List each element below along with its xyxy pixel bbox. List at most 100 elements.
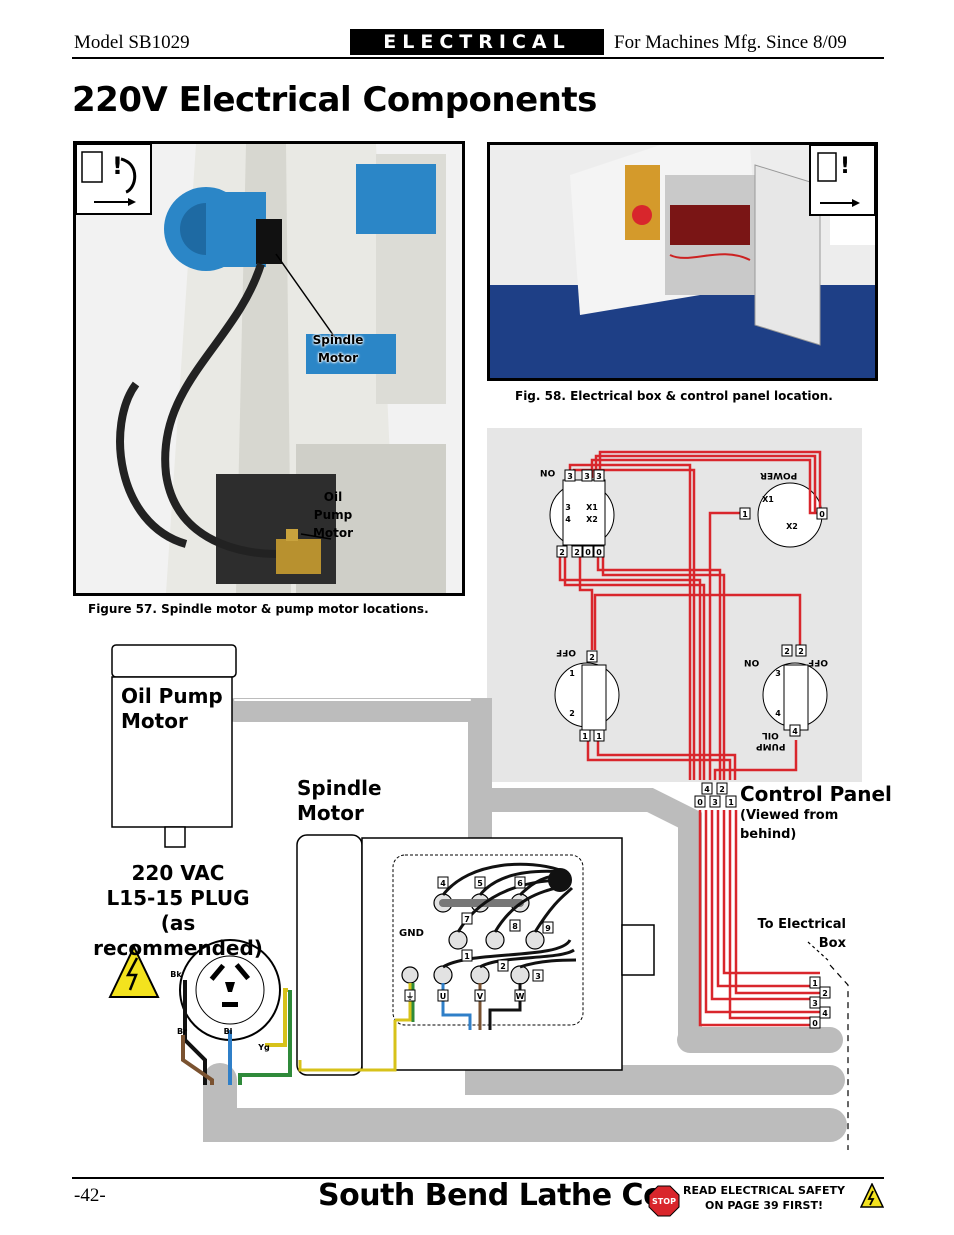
svg-text:6: 6 — [517, 879, 523, 888]
svg-text:2: 2 — [574, 548, 580, 557]
svg-text:Bl: Bl — [224, 1027, 233, 1036]
oil-pump-line1: Oil Pump — [121, 684, 223, 708]
switch-power-label: POWER — [760, 470, 798, 480]
viewed-from-line1: (Viewed from — [740, 808, 839, 823]
svg-text:1: 1 — [569, 669, 575, 678]
page-title: 220V Electrical Components — [72, 80, 597, 120]
svg-text:3: 3 — [712, 798, 718, 807]
plug-line3: (as recommended) — [93, 911, 263, 960]
svg-text:4: 4 — [792, 727, 798, 736]
svg-text:!: ! — [840, 154, 850, 179]
svg-text:X2: X2 — [786, 522, 798, 531]
svg-text:7: 7 — [464, 915, 470, 924]
stop-sign-text: STOP — [652, 1197, 676, 1206]
label-spindle-line1: Spindle — [312, 333, 364, 347]
svg-text:U: U — [440, 992, 447, 1001]
gnd-label: GND — [399, 928, 424, 939]
figure-58-illustration: ! — [490, 145, 875, 378]
svg-text:2: 2 — [589, 653, 595, 662]
header-section: ELECTRICAL — [350, 29, 604, 55]
plug-label: 220 VAC L15-15 PLUG (as recommended) — [78, 861, 278, 961]
svg-text:V: V — [477, 992, 484, 1001]
svg-text:!: ! — [112, 152, 123, 180]
figure-57-caption: Figure 57. Spindle motor & pump motor lo… — [88, 602, 429, 616]
svg-text:0: 0 — [697, 798, 703, 807]
svg-text:X1: X1 — [762, 495, 774, 504]
footer-warn-line2: ON PAGE 39 FIRST! — [705, 1199, 823, 1212]
svg-text:4: 4 — [565, 515, 571, 524]
oil-pump-motor-label: Oil Pump Motor — [121, 684, 223, 734]
svg-text:2: 2 — [569, 709, 575, 718]
electrical-box-boundary — [829, 964, 849, 1150]
svg-text:1: 1 — [464, 952, 470, 961]
figure-57-photo: ! — [73, 141, 465, 596]
electrical-hazard-icon — [860, 1183, 884, 1208]
oil-pump-motor-cap — [111, 644, 237, 678]
svg-text:9: 9 — [545, 924, 551, 933]
svg-text:4: 4 — [822, 1009, 828, 1018]
svg-text:2: 2 — [822, 989, 828, 998]
label-oil-line2: Pump — [313, 508, 353, 522]
svg-text:8: 8 — [512, 922, 518, 931]
hazard-icon — [108, 944, 160, 998]
svg-text:1: 1 — [582, 732, 588, 741]
svg-text:3: 3 — [567, 472, 573, 481]
header-rule — [72, 57, 884, 59]
header-machines: For Machines Mfg. Since 8/09 — [614, 32, 847, 53]
to-box-line2: Box — [818, 936, 846, 951]
header-model: Model SB1029 — [74, 32, 190, 53]
plug-line1: 220 VAC — [131, 861, 225, 885]
motor-lead-bundle — [548, 868, 572, 892]
svg-text:3: 3 — [584, 472, 590, 481]
spindle-line2: Motor — [297, 801, 364, 825]
label-spindle-motor: Spindle Motor — [298, 331, 378, 367]
svg-text:Bk: Bk — [170, 970, 182, 979]
oil-pump-motor-body — [111, 676, 233, 828]
svg-text:Br: Br — [177, 1027, 187, 1036]
svg-text:1: 1 — [596, 732, 602, 741]
control-panel-label: Control Panel — [740, 782, 892, 806]
svg-text:1: 1 — [812, 979, 818, 988]
svg-text:1: 1 — [742, 510, 748, 519]
viewed-from-line2: behind) — [740, 827, 797, 842]
switch-off-right-label: OFF — [808, 657, 828, 667]
svg-text:2: 2 — [719, 785, 725, 794]
svg-text:4: 4 — [775, 709, 781, 718]
svg-text:3: 3 — [565, 503, 571, 512]
svg-text:0: 0 — [812, 1019, 818, 1028]
label-oil-line3: Motor — [312, 526, 354, 540]
switch-on-right-label: ON — [744, 657, 760, 667]
svg-text:3: 3 — [775, 669, 781, 678]
svg-text:X1: X1 — [586, 503, 598, 512]
svg-text:2: 2 — [559, 548, 565, 557]
stop-sign-icon: STOP — [648, 1185, 680, 1217]
oil-pump-switch-label-2: PUMP — [756, 741, 786, 751]
svg-text:2: 2 — [798, 647, 804, 656]
oil-pump-switch-label-1: OIL — [762, 730, 779, 740]
footer-page-number: -42- — [74, 1185, 106, 1206]
footer-rule — [72, 1177, 884, 1179]
figure-58-photo: ! — [487, 142, 878, 381]
figure-57-illustration: ! — [76, 144, 462, 593]
footer-warn-line1: READ ELECTRICAL SAFETY — [683, 1184, 845, 1197]
spindle-motor-label: Spindle Motor — [297, 776, 382, 826]
svg-text:3: 3 — [535, 972, 541, 981]
svg-text:0: 0 — [596, 548, 602, 557]
oil-pump-motor-shaft — [164, 826, 186, 848]
figure-58-caption: Fig. 58. Electrical box & control panel … — [515, 389, 833, 403]
svg-text:2: 2 — [500, 962, 506, 971]
plug-line2: L15-15 PLUG — [106, 886, 250, 910]
label-spindle-line2: Motor — [317, 351, 359, 365]
footer-brand: South Bend Lathe Co. — [318, 1178, 675, 1213]
svg-text:5: 5 — [477, 879, 483, 888]
footer-safety-warning: READ ELECTRICAL SAFETY ON PAGE 39 FIRST! — [683, 1183, 845, 1213]
svg-text:⏚: ⏚ — [406, 992, 414, 1001]
svg-text:4: 4 — [704, 785, 710, 794]
to-box-line1: To Electrical — [757, 917, 846, 932]
oil-pump-line2: Motor — [121, 709, 188, 733]
spindle-motor-shaft — [621, 924, 655, 976]
spindle-line1: Spindle — [297, 776, 382, 800]
svg-text:0: 0 — [585, 548, 591, 557]
svg-text:X2: X2 — [586, 515, 598, 524]
to-electrical-box-label: To Electrical Box — [740, 915, 846, 953]
